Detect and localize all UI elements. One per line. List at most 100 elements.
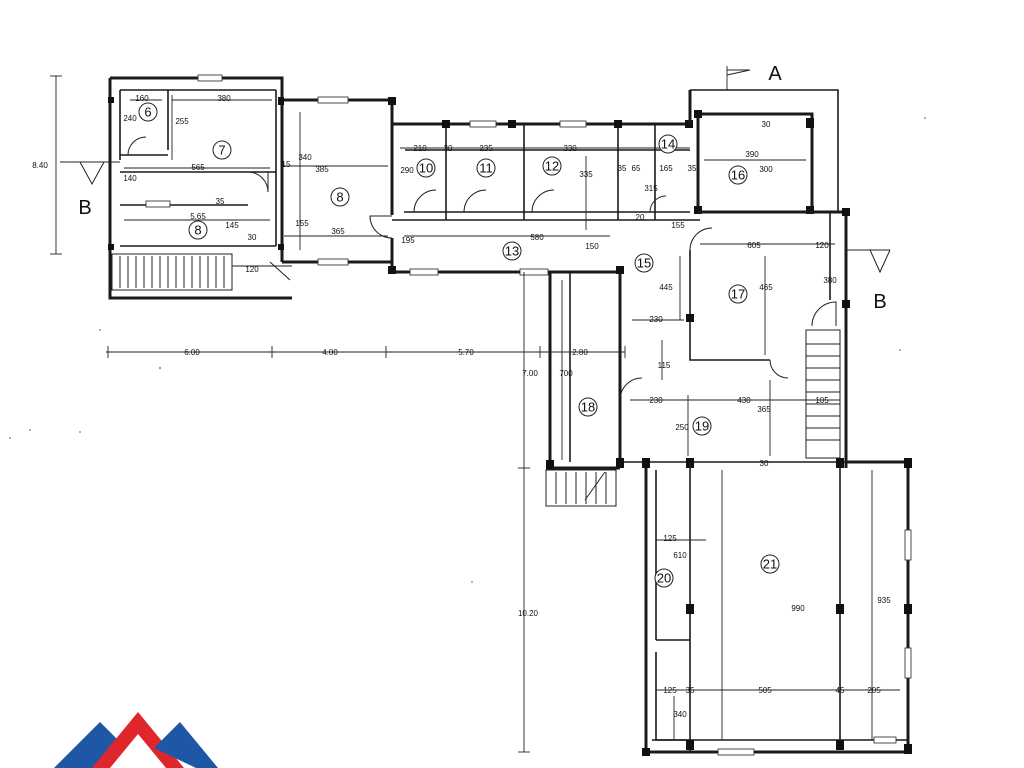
south-block	[642, 458, 912, 756]
center-south	[545, 272, 846, 507]
room-number: 12	[545, 159, 559, 174]
room-number: 13	[505, 244, 519, 259]
dim-30c: 30	[762, 120, 771, 129]
room-number: 6	[144, 105, 151, 120]
room-number: 11	[479, 161, 493, 176]
dim-315: 315	[644, 184, 658, 193]
room-circle	[212, 140, 232, 160]
dim-610: 610	[673, 551, 687, 560]
room-number: 19	[695, 419, 709, 434]
dim-935: 935	[877, 596, 891, 605]
room-label-r8a: 8	[330, 187, 350, 207]
dim-115: 115	[658, 361, 671, 370]
dim-230a: 230	[649, 315, 663, 324]
room-circle	[760, 554, 780, 574]
dim-365b: 365	[757, 405, 771, 414]
dim-605: 605	[747, 241, 761, 250]
room-circle	[728, 284, 748, 304]
west-wing	[108, 74, 396, 300]
room-number: 14	[661, 137, 675, 152]
mountain-logo	[54, 712, 218, 768]
room-number: 20	[657, 571, 671, 586]
dim-580: 580	[530, 233, 544, 242]
dim-205: 205	[867, 686, 881, 695]
dim-overall-2: 4.00	[322, 348, 338, 357]
dim-140: 140	[123, 174, 137, 183]
dim-250: 250	[675, 423, 689, 432]
labels: A B B 8.40 6.00 4.00 5.70 2.80 7.00 10.2…	[32, 63, 891, 719]
dim-290: 290	[400, 166, 414, 175]
room-number: 21	[763, 557, 777, 572]
room-circle	[416, 158, 436, 178]
room-label-r20: 20	[654, 568, 674, 588]
dim-335: 335	[579, 170, 593, 179]
dim-overall-3: 5.70	[458, 348, 474, 357]
section-b-markers	[60, 161, 891, 274]
room-number: 18	[581, 400, 595, 415]
dim-overall-700: 7.00	[522, 369, 538, 378]
dim-120b: 120	[815, 241, 829, 250]
room-label-r19: 19	[692, 416, 712, 436]
dim-990: 990	[791, 604, 805, 613]
dim-30d: 30	[760, 459, 769, 468]
room-number: 17	[731, 287, 745, 302]
room-label-r10: 10	[416, 158, 436, 178]
dim-195: 195	[401, 236, 415, 245]
room-number: 7	[218, 143, 225, 158]
central-range	[369, 120, 700, 276]
dim-35b: 35	[618, 164, 627, 173]
dim-255: 255	[175, 117, 189, 126]
dim-235: 235	[479, 144, 493, 153]
room-circle	[502, 241, 522, 261]
dim-330: 330	[563, 144, 577, 153]
dim-565b: 5.65	[190, 212, 206, 221]
dim-380: 380	[217, 94, 231, 103]
room-label-r12: 12	[542, 156, 562, 176]
dim-445: 445	[659, 283, 673, 292]
room-number: 10	[419, 161, 433, 176]
room-label-r7: 7	[212, 140, 232, 160]
room-label-r11: 11	[476, 158, 496, 178]
room-circle	[542, 156, 562, 176]
east-block	[616, 208, 850, 468]
room-number: 16	[731, 168, 745, 183]
room-label-r13: 13	[502, 241, 522, 261]
dim-240: 240	[123, 114, 137, 123]
room-label-r6: 6	[138, 102, 158, 122]
dim-overall-4: 2.80	[572, 348, 588, 357]
dim-overall-height: 8.40	[32, 161, 48, 170]
dim-20: 20	[636, 213, 645, 222]
dim-15: 15	[282, 160, 291, 169]
dim-505: 505	[758, 686, 772, 695]
section-b-right-label: B	[873, 291, 886, 313]
section-b-left-label: B	[78, 197, 91, 219]
room-label-r14: 14	[658, 134, 678, 154]
dim-565a: 565	[191, 163, 205, 172]
room-number: 15	[637, 256, 651, 271]
dim-430: 430	[737, 396, 751, 405]
dim-465: 465	[759, 283, 773, 292]
north-east-block	[688, 66, 846, 245]
dim-30b: 30	[444, 144, 453, 153]
dim-155a: 155	[295, 219, 309, 228]
room-circle	[476, 158, 496, 178]
dim-overall-1: 6.00	[184, 348, 200, 357]
dim-145: 145	[225, 221, 239, 230]
room-circle	[138, 102, 158, 122]
room-circle	[654, 568, 674, 588]
dim-160: 160	[135, 94, 149, 103]
dim-35d: 35	[686, 686, 695, 695]
room-number: 8	[194, 223, 201, 238]
room-number: 8	[336, 190, 343, 205]
dim-65: 65	[632, 164, 641, 173]
room-circle	[658, 134, 678, 154]
logo-peak-center	[92, 712, 184, 768]
room-label-r17: 17	[728, 284, 748, 304]
dim-380b: 380	[823, 276, 837, 285]
room-label-r18: 18	[578, 397, 598, 417]
dim-125b: 125	[663, 686, 677, 695]
room-label-r15: 15	[634, 253, 654, 273]
room-circle	[188, 220, 208, 240]
